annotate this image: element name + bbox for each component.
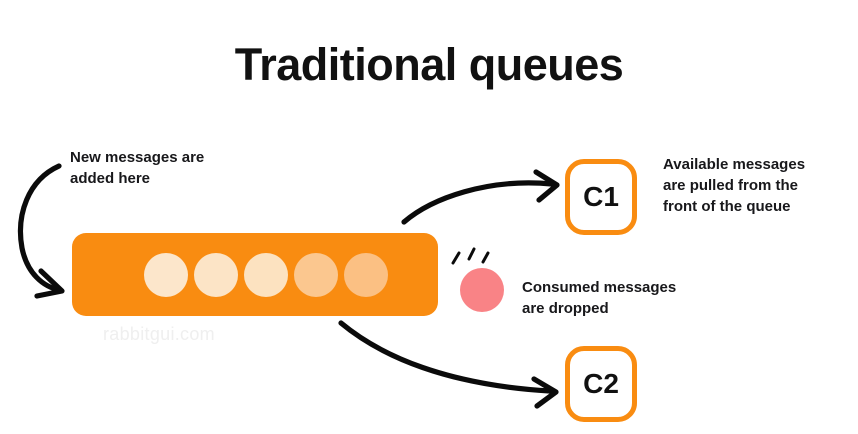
consumer-box-c2: C2 xyxy=(565,346,637,422)
watermark: rabbitgui.com xyxy=(103,324,215,344)
annotation-available-messages: Available messages are pulled from the f… xyxy=(663,156,806,215)
motion-lines-icon xyxy=(451,247,490,265)
annotation-new-messages: New messages are added here xyxy=(70,149,205,187)
page-title: Traditional queues xyxy=(234,39,624,90)
queue-message-2 xyxy=(194,253,238,297)
consumer-label-c1: C1 xyxy=(583,181,619,212)
queue-message-4 xyxy=(294,253,338,297)
queue-message-1 xyxy=(144,253,188,297)
arrow-to-c2-icon xyxy=(338,320,559,409)
arrow-ingress-icon xyxy=(17,163,65,299)
consumer-label-c2: C2 xyxy=(583,368,619,399)
queue-message-5 xyxy=(344,253,388,297)
arrow-to-c1-icon xyxy=(401,169,560,225)
dropped-message-dot xyxy=(460,268,504,312)
queue-message-3 xyxy=(244,253,288,297)
consumer-box-c1: C1 xyxy=(565,159,637,235)
queue-message-list xyxy=(72,252,438,298)
annotation-consumed-messages: Consumed messages are dropped xyxy=(522,279,677,317)
